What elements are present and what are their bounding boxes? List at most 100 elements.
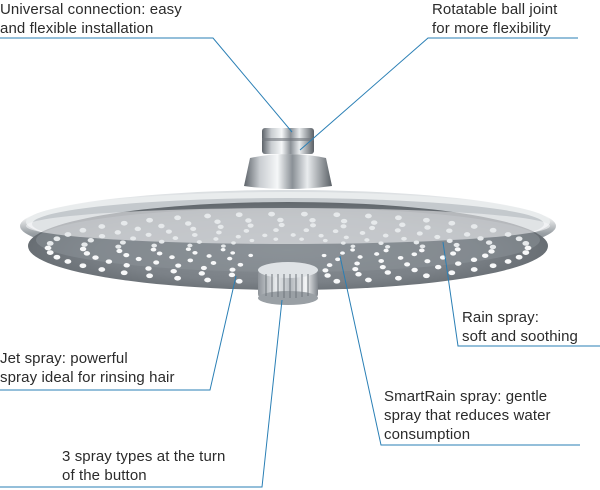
nozzle — [299, 237, 304, 241]
nozzle — [401, 236, 407, 241]
nozzle — [394, 228, 401, 233]
callout-spray-types: 3 spray types at the turn of the button — [62, 447, 225, 485]
nozzle — [237, 262, 244, 267]
nozzle — [53, 236, 61, 242]
nozzle — [470, 257, 478, 263]
nozzle — [515, 236, 523, 242]
nozzle — [489, 263, 497, 269]
nozzle — [145, 266, 152, 271]
nozzle — [364, 238, 370, 242]
nozzle — [44, 245, 52, 251]
nozzle — [262, 233, 268, 238]
nozzle — [158, 223, 165, 229]
nozzle — [192, 233, 198, 237]
nozzle — [146, 217, 154, 223]
nozzle — [130, 236, 137, 241]
nozzle — [424, 259, 431, 264]
nozzle — [411, 267, 418, 273]
nozzle — [53, 254, 61, 260]
nozzle — [423, 217, 430, 223]
nozzle — [204, 213, 212, 219]
callout-smartrain-spray-line3: consumption — [384, 426, 471, 443]
nozzle — [273, 237, 279, 241]
nozzle — [229, 267, 236, 272]
nozzle — [378, 241, 384, 246]
callout-rain-spray-line2: soft and soothing — [462, 328, 578, 345]
nozzle — [419, 248, 425, 253]
nozzle — [385, 244, 391, 249]
nozzle — [369, 225, 376, 231]
nozzle — [235, 234, 241, 239]
nozzle — [120, 270, 128, 276]
nozzle — [318, 233, 324, 238]
nozzle — [174, 275, 182, 281]
nozzle — [350, 244, 356, 248]
nozzle — [79, 246, 87, 252]
nozzle — [64, 232, 72, 237]
nozzle — [399, 222, 406, 228]
callout-jet-spray-line1: Jet spray: powerful — [0, 350, 128, 367]
nozzle — [326, 263, 333, 268]
nozzle — [81, 242, 88, 247]
nozzle — [217, 224, 224, 229]
nozzle — [504, 259, 512, 264]
leader-spray-types — [0, 299, 283, 488]
callout-universal-connection-line1: Universal connection: easy — [0, 1, 182, 18]
nozzle — [245, 218, 252, 223]
nozzle — [190, 226, 197, 231]
nozzle — [198, 271, 205, 276]
nozzle — [277, 217, 284, 223]
nozzle — [187, 243, 193, 248]
ball-joint — [244, 128, 332, 189]
nozzle — [200, 265, 207, 271]
nozzle — [470, 224, 478, 229]
nozzle — [397, 255, 404, 260]
callout-smartrain-spray: SmartRain spray: gentle spray that reduc… — [384, 387, 551, 444]
leader-smartrain-spray — [339, 255, 580, 446]
nozzle — [196, 240, 202, 244]
nozzle — [352, 267, 359, 272]
nozzle — [134, 226, 141, 232]
nozzle — [175, 263, 182, 268]
callout-universal-connection: Universal connection: easy and flexible … — [0, 0, 182, 38]
nozzle — [463, 232, 471, 237]
nozzle — [522, 250, 530, 255]
callout-ball-joint: Rotatable ball joint for more flexibilit… — [432, 0, 557, 38]
nozzle — [220, 248, 226, 252]
nozzle — [123, 263, 130, 268]
nozzle — [278, 222, 285, 228]
nozzle — [301, 211, 308, 217]
nozzle — [470, 267, 478, 272]
nozzle — [105, 259, 113, 264]
nozzle — [116, 248, 123, 254]
nozzle — [169, 255, 175, 260]
callout-spray-types-line2: of the button — [62, 467, 147, 484]
nozzle — [87, 238, 95, 243]
nozzle — [378, 259, 385, 263]
nozzle — [135, 256, 142, 262]
nozzle — [404, 262, 411, 267]
nozzle — [365, 277, 372, 283]
nozzle — [450, 251, 457, 256]
nozzle — [413, 240, 420, 245]
nozzle — [446, 228, 453, 233]
nozzle — [187, 258, 194, 263]
nozzle — [92, 255, 99, 260]
nozzle — [350, 248, 355, 252]
nozzle — [309, 217, 316, 223]
nozzle — [98, 224, 106, 229]
nozzle — [374, 252, 380, 256]
callout-smartrain-spray-line1: SmartRain spray: gentle — [384, 388, 548, 405]
nozzle — [165, 229, 172, 234]
nozzle — [446, 238, 453, 243]
nozzle — [79, 263, 87, 269]
callout-spray-types-line1: 3 spray types at the turn — [62, 448, 226, 465]
nozzle — [382, 233, 389, 238]
leader-lines — [0, 37, 600, 488]
nozzle — [359, 231, 366, 235]
nozzle — [310, 223, 316, 228]
nozzle — [419, 244, 426, 249]
nozzle — [324, 273, 331, 278]
nozzle — [335, 257, 341, 262]
nozzle — [448, 270, 456, 276]
